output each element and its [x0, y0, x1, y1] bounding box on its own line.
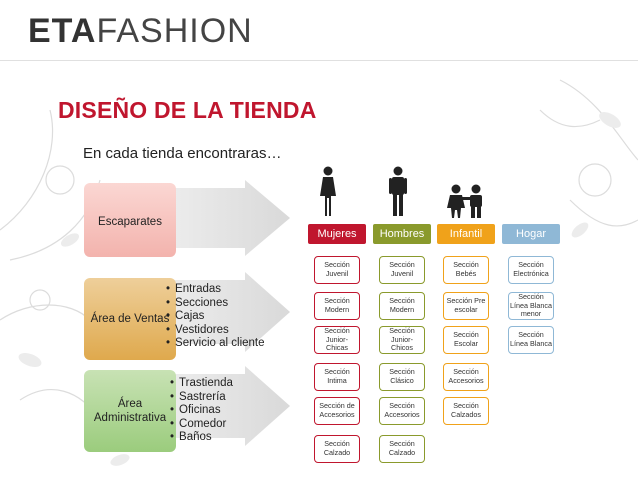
row-arrow-1 [160, 180, 290, 256]
ventas-bullet-list: Entradas Secciones Cajas Vestidores Serv… [166, 283, 265, 351]
category-header-2: Infantil [437, 224, 495, 244]
list-item: Sección Línea Blanca [508, 326, 554, 354]
list-item: Vestidores [166, 324, 265, 338]
list-item: Sección Modern [314, 292, 360, 320]
list-item: Sección Accesorios [443, 363, 489, 391]
list-item: Sección Modern [379, 292, 425, 320]
page-title: DISEÑO DE LA TIENDA [58, 97, 317, 123]
list-item: Sección Juvenil [314, 256, 360, 284]
list-item: Sección Clásico [379, 363, 425, 391]
man-icon [389, 166, 407, 216]
header-divider [0, 60, 638, 61]
list-item: Baños [170, 431, 233, 445]
category-header-3: Hogar [502, 224, 560, 244]
list-item: Trastienda [170, 377, 233, 391]
logo-thin-text: FASHION [96, 12, 253, 50]
brand-logo: ETAFASHION [28, 12, 253, 51]
list-item: Sección Calzados [443, 397, 489, 425]
list-item: Sección Calzado [314, 435, 360, 463]
list-item: Sección Pre escolar [443, 292, 489, 320]
row-label: Escaparates [98, 216, 162, 228]
list-item: Sección Línea Blanca menor [508, 292, 554, 320]
list-item: Sección Accesorios [379, 397, 425, 425]
list-item: Sección Bebés [443, 256, 489, 284]
row-box-area-ventas: Área de Ventas [84, 278, 176, 360]
administrativa-bullet-list: Trastienda Sastrería Oficinas Comedor Ba… [170, 377, 233, 445]
list-item: Servicio al cliente [166, 337, 264, 351]
woman-icon [320, 166, 336, 216]
row-box-escaparates: Escaparates [84, 183, 176, 257]
list-item: Secciones [166, 297, 265, 311]
list-item: Sastrería [170, 391, 233, 405]
list-item: Sección Juvenil [379, 256, 425, 284]
row-label: Área Administrativa [93, 398, 167, 424]
list-item: Cajas [166, 310, 265, 324]
list-item: Oficinas [170, 404, 233, 418]
list-item: Sección Calzado [379, 435, 425, 463]
row-box-area-administrativa: Área Administrativa [84, 370, 176, 452]
list-item: Sección Junior-Chicas [314, 326, 360, 354]
list-item: Entradas [166, 283, 265, 297]
category-header-1: Hombres [373, 224, 431, 244]
children-icon [447, 184, 482, 218]
list-item: Comedor [170, 418, 233, 432]
row-label: Área de Ventas [90, 313, 170, 325]
logo-bold-text: ETA [28, 12, 97, 50]
category-header-0: Mujeres [308, 224, 366, 244]
list-item: Sección de Accesorios [314, 397, 360, 425]
list-item: Sección Junior-Chicos [379, 326, 425, 354]
list-item: Sección Intima [314, 363, 360, 391]
page-subtitle: En cada tienda encontraras… [83, 145, 282, 162]
list-item: Sección Electrónica [508, 256, 554, 284]
list-item: Sección Escolar [443, 326, 489, 354]
